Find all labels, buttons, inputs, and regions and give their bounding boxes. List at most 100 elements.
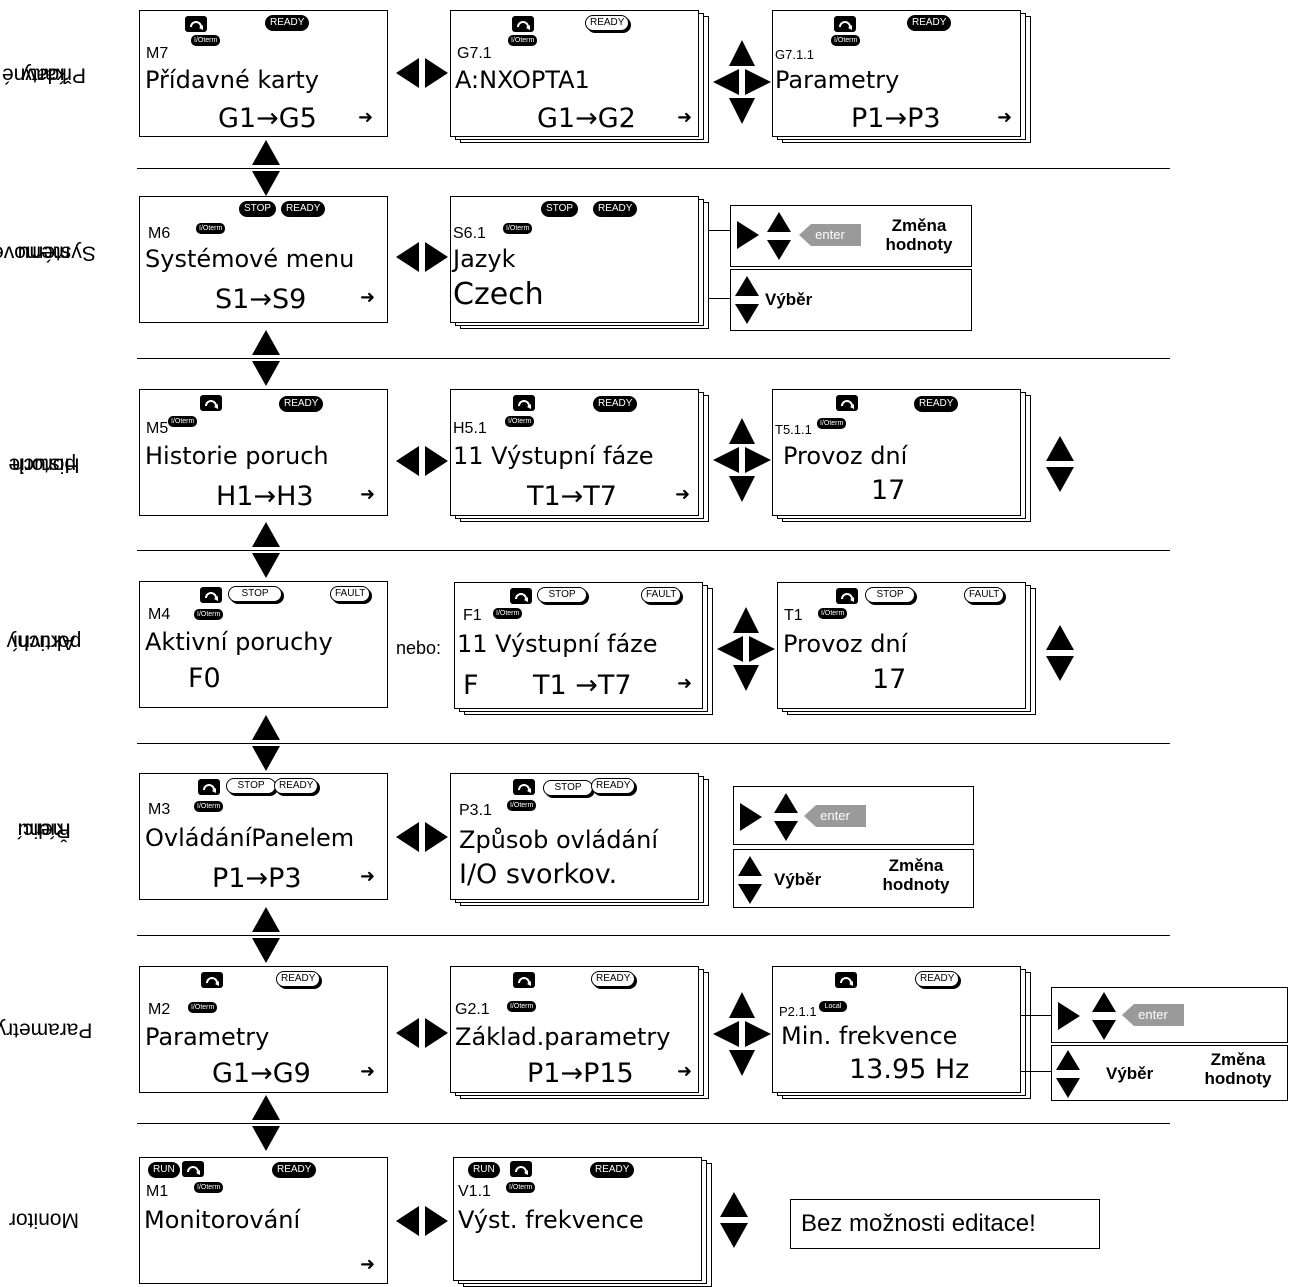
ioterm-badge: I/Oterm <box>503 223 533 234</box>
ioterm-badge: I/Oterm <box>194 609 224 620</box>
screen-range: T1 →T7 <box>533 670 632 701</box>
screen-title: Parametry <box>775 66 900 94</box>
up-down-arrow-icon <box>1056 1050 1080 1098</box>
ioterm-badge: I/Oterm <box>507 800 537 811</box>
screen-code: V1.1 <box>458 1183 491 1200</box>
rotate-icon <box>200 395 222 411</box>
screen-code: P3.1 <box>459 802 492 819</box>
left-right-arrow-icon <box>396 242 448 272</box>
up-down-arrow-icon <box>1046 625 1074 681</box>
ready-badge: READY <box>276 971 321 987</box>
screen-m5[interactable]: READY I/Oterm M5 Historie poruch H1→H3 ➜ <box>139 389 388 516</box>
screen-f1[interactable]: STOP FAULT I/Oterm F1 11 Výstupní fáze F… <box>454 582 703 709</box>
left-right-arrow-icon <box>396 1206 448 1236</box>
or-label: nebo: <box>396 638 442 658</box>
ready-badge: READY <box>915 971 960 987</box>
up-down-arrow-icon <box>735 276 759 324</box>
arrow-right-icon: ➜ <box>677 107 693 128</box>
arrow-right-icon <box>1058 1002 1080 1030</box>
ioterm-badge: I/Oterm <box>817 418 847 429</box>
ready-badge: READY <box>274 778 319 794</box>
screen-m6[interactable]: STOP READY I/Oterm M6 Systémové menu S1→… <box>139 196 388 323</box>
rotate-icon <box>182 1161 204 1177</box>
select-label: Výběr <box>1106 1064 1154 1083</box>
screen-code: T1 <box>784 607 803 624</box>
ioterm-badge: I/Oterm <box>818 608 848 619</box>
arrow-right-icon: ➜ <box>677 673 693 694</box>
up-down-arrow-icon <box>252 140 280 196</box>
row-separator <box>137 358 1170 359</box>
up-down-arrow-icon <box>774 793 798 841</box>
enter-key-icon: enter <box>799 224 861 246</box>
screen-value: 17 <box>871 475 906 506</box>
screen-title: Historie poruch <box>145 442 329 470</box>
screen-code: M5 <box>146 420 169 437</box>
screen-code: T5.1.1 <box>775 422 812 437</box>
connector-line <box>708 230 732 231</box>
screen-title: Přídavné karty <box>145 66 319 94</box>
screen-p2-1-1[interactable]: READY Local P2.1.1 Min. frekvence 13.95 … <box>772 966 1021 1093</box>
rotate-icon <box>513 972 535 988</box>
stop-badge: STOP <box>541 201 579 217</box>
row-separator <box>137 550 1170 551</box>
ready-badge: READY <box>585 15 630 31</box>
stop-badge: STOP <box>228 586 282 602</box>
screen-v1-1[interactable]: RUN READY I/Oterm V1.1 Výst. frekvence <box>453 1157 702 1281</box>
fault-badge: FAULT <box>964 587 1005 603</box>
screen-m2[interactable]: READY I/Oterm M2 Parametry G1→G9 ➜ <box>139 966 388 1093</box>
up-down-arrow-icon <box>738 856 762 904</box>
screen-m4[interactable]: STOP FAULT I/Oterm M4 Aktivní poruchy F0 <box>139 581 388 708</box>
ready-badge: READY <box>907 15 952 31</box>
screen-code: M4 <box>148 606 171 623</box>
fault-badge: FAULT <box>641 587 682 603</box>
screen-title: A:NXOPTA1 <box>455 66 590 94</box>
screen-title: 11 Výstupní fáze <box>453 442 654 470</box>
arrow-right-icon <box>737 221 759 249</box>
screen-code: M2 <box>148 1001 171 1018</box>
screen-value: 17 <box>872 664 907 695</box>
ready-badge: READY <box>593 201 638 217</box>
screen-p3-1[interactable]: STOP READY I/Oterm P3.1 Způsob ovládání … <box>450 773 699 900</box>
stop-badge: STOP <box>239 201 277 217</box>
screen-h5-1[interactable]: READY I/Oterm H5.1 11 Výstupní fáze T1→T… <box>450 389 699 516</box>
ready-badge: READY <box>591 778 636 794</box>
arrow-right-icon: ➜ <box>675 484 691 505</box>
stop-badge: STOP <box>543 780 593 796</box>
arrow-right-icon: ➜ <box>997 107 1013 128</box>
ready-badge: READY <box>914 396 959 412</box>
screen-s6-1[interactable]: STOP READY I/Oterm S6.1 Jazyk Czech <box>450 196 699 323</box>
ready-badge: READY <box>265 15 310 31</box>
enter-key-icon: enter <box>804 805 866 827</box>
four-way-arrow-icon <box>713 40 771 124</box>
screen-t5-1-1[interactable]: READY I/Oterm T5.1.1 Provoz dní 17 <box>772 389 1021 516</box>
row-separator <box>137 743 1170 744</box>
screen-range: P1→P3 <box>212 863 302 894</box>
enter-hint-box: enter <box>733 786 974 845</box>
screen-m1[interactable]: RUN READY I/Oterm M1 Monitorování ➜ <box>139 1157 388 1284</box>
rotate-icon <box>200 587 222 603</box>
ioterm-badge: I/Oterm <box>506 1182 536 1193</box>
four-way-arrow-icon <box>717 607 775 691</box>
ready-badge: READY <box>281 201 326 217</box>
ioterm-badge: I/Oterm <box>508 35 538 46</box>
enter-key-icon: enter <box>1122 1004 1184 1026</box>
screen-t1[interactable]: STOP FAULT I/Oterm T1 Provoz dní 17 <box>777 582 1026 709</box>
screen-g7-1[interactable]: READY I/Oterm G7.1 A:NXOPTA1 G1→G2 ➜ <box>450 10 699 137</box>
run-badge: RUN <box>148 1162 180 1178</box>
screen-title: Provoz dní <box>783 630 908 658</box>
screen-title: Parametry <box>145 1023 270 1051</box>
row-separator <box>137 935 1170 936</box>
screen-g7-1-1[interactable]: READY I/Oterm G7.1.1 Parametry P1→P3 ➜ <box>772 10 1021 137</box>
screen-m7[interactable]: READY I/Oterm M7 Přídavné karty G1→G5 ➜ <box>139 10 388 137</box>
up-down-arrow-icon <box>252 1095 280 1151</box>
local-badge: Local <box>819 1001 847 1012</box>
four-way-arrow-icon <box>713 992 771 1076</box>
screen-g2-1[interactable]: READY I/Oterm G2.1 Základ.parametry P1→P… <box>450 966 699 1093</box>
screen-m3[interactable]: STOP READY I/Oterm M3 OvládáníPanelem P1… <box>139 773 388 900</box>
screen-title: Min. frekvence <box>781 1022 958 1050</box>
ioterm-badge: I/Oterm <box>194 1182 224 1193</box>
up-down-arrow-icon <box>252 715 280 771</box>
